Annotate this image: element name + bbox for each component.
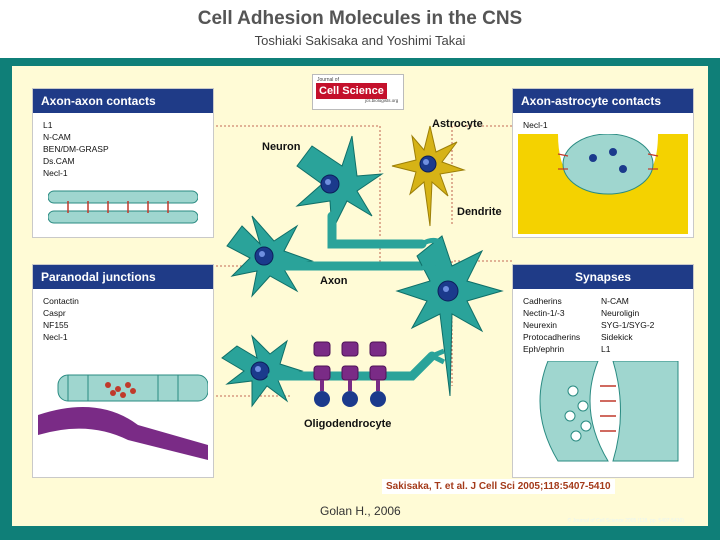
- axon-axon-illustration: [48, 190, 198, 224]
- list-item: N-CAM: [601, 296, 629, 306]
- list-item: NF155: [43, 320, 69, 330]
- list-item: Cadherins: [523, 296, 562, 306]
- list-item: Protocadherins: [523, 332, 581, 342]
- panel-paranodal-title: Paranodal junctions: [33, 265, 213, 289]
- panel-axon-astrocyte: Axon-astrocyte contacts Necl-1: [512, 88, 694, 238]
- poster-frame: Axon-axon contacts L1 N-CAM BEN/DM-GRASP…: [0, 58, 720, 540]
- panel-axon-axon-list: L1 N-CAM BEN/DM-GRASP Ds.CAM Necl-1: [43, 119, 109, 179]
- neuron-upper: [295, 135, 427, 249]
- panel-axon-axon: Axon-axon contacts L1 N-CAM BEN/DM-GRASP…: [32, 88, 214, 238]
- list-item: N-CAM: [43, 132, 71, 142]
- list-item: Neurexin: [523, 320, 558, 330]
- synapse-terminal: [430, 348, 446, 365]
- panel-paranodal-list: Contactin Caspr NF155 Necl-1: [43, 295, 79, 343]
- oligodendrocytes: [313, 341, 387, 407]
- list-item: Contactin: [43, 296, 79, 306]
- credit-text: Golan H., 2006: [320, 504, 401, 518]
- label-dendrite: Dendrite: [457, 206, 502, 218]
- list-item: Neuroligin: [601, 308, 640, 318]
- astrocyte-cell: [391, 125, 466, 227]
- panel-synapses-list: Cadherins N-CAM Nectin-1/-3 Neuroligin N…: [523, 295, 681, 355]
- neuron-right: [395, 235, 504, 397]
- panel-synapses-title: Synapses: [513, 265, 693, 289]
- logo-top-text: Journal of: [317, 77, 339, 83]
- neuron-middle: [226, 215, 427, 298]
- poster: Axon-axon contacts L1 N-CAM BEN/DM-GRASP…: [12, 66, 708, 526]
- panel-paranodal: Paranodal junctions Contactin Caspr NF15…: [32, 264, 214, 478]
- list-item: Sidekick: [601, 332, 633, 342]
- logo-sub-text: jcs.biologists.org: [365, 98, 399, 103]
- list-item: Nectin-1/-3: [523, 308, 565, 318]
- panel-axon-axon-title: Axon-axon contacts: [33, 89, 213, 113]
- cns-diagram: [212, 125, 512, 408]
- list-item: L1: [43, 120, 53, 130]
- list-item: Eph/ephrin: [523, 344, 565, 354]
- list-item: Caspr: [43, 308, 66, 318]
- page-title: Cell Adhesion Molecules in the CNS: [197, 8, 523, 29]
- dendrite-spine: [420, 237, 442, 272]
- synapse-illustration: [539, 361, 679, 462]
- paranodal-illustration: [38, 374, 208, 460]
- list-item: SYG-1/SYG-2: [601, 320, 655, 330]
- label-axon: Axon: [320, 275, 348, 287]
- citation: Sakisaka, T. et al. J Cell Sci 2005;118:…: [382, 479, 615, 494]
- label-astrocyte: Astrocyte: [432, 118, 483, 130]
- list-item: Ds.CAM: [43, 156, 75, 166]
- panel-axon-astrocyte-list: Necl-1: [523, 119, 548, 131]
- list-item: Necl-1: [43, 168, 68, 178]
- list-item: BEN/DM-GRASP: [43, 144, 109, 154]
- logo-main-text: Cell Science: [316, 83, 387, 99]
- authors: Toshiaki Sakisaka and Yoshimi Takai: [254, 33, 466, 48]
- list-item: Necl-1: [523, 120, 548, 130]
- list-item: Necl-1: [43, 332, 68, 342]
- header: Cell Adhesion Molecules in the CNS Toshi…: [0, 0, 720, 58]
- list-item: L1: [601, 344, 611, 354]
- copyright: © Journal of Cell Science 2005 (118, pp.…: [567, 518, 684, 524]
- panel-axon-astrocyte-title: Axon-astrocyte contacts: [513, 89, 693, 113]
- label-oligodendrocyte: Oligodendrocyte: [304, 418, 392, 430]
- axon-astrocyte-illustration: [518, 134, 688, 234]
- journal-logo: Journal of Cell Science jcs.biologists.o…: [312, 74, 404, 110]
- label-neuron: Neuron: [262, 141, 301, 153]
- panel-synapses: Synapses Cadherins N-CAM Nectin-1/-3 Neu…: [512, 264, 694, 478]
